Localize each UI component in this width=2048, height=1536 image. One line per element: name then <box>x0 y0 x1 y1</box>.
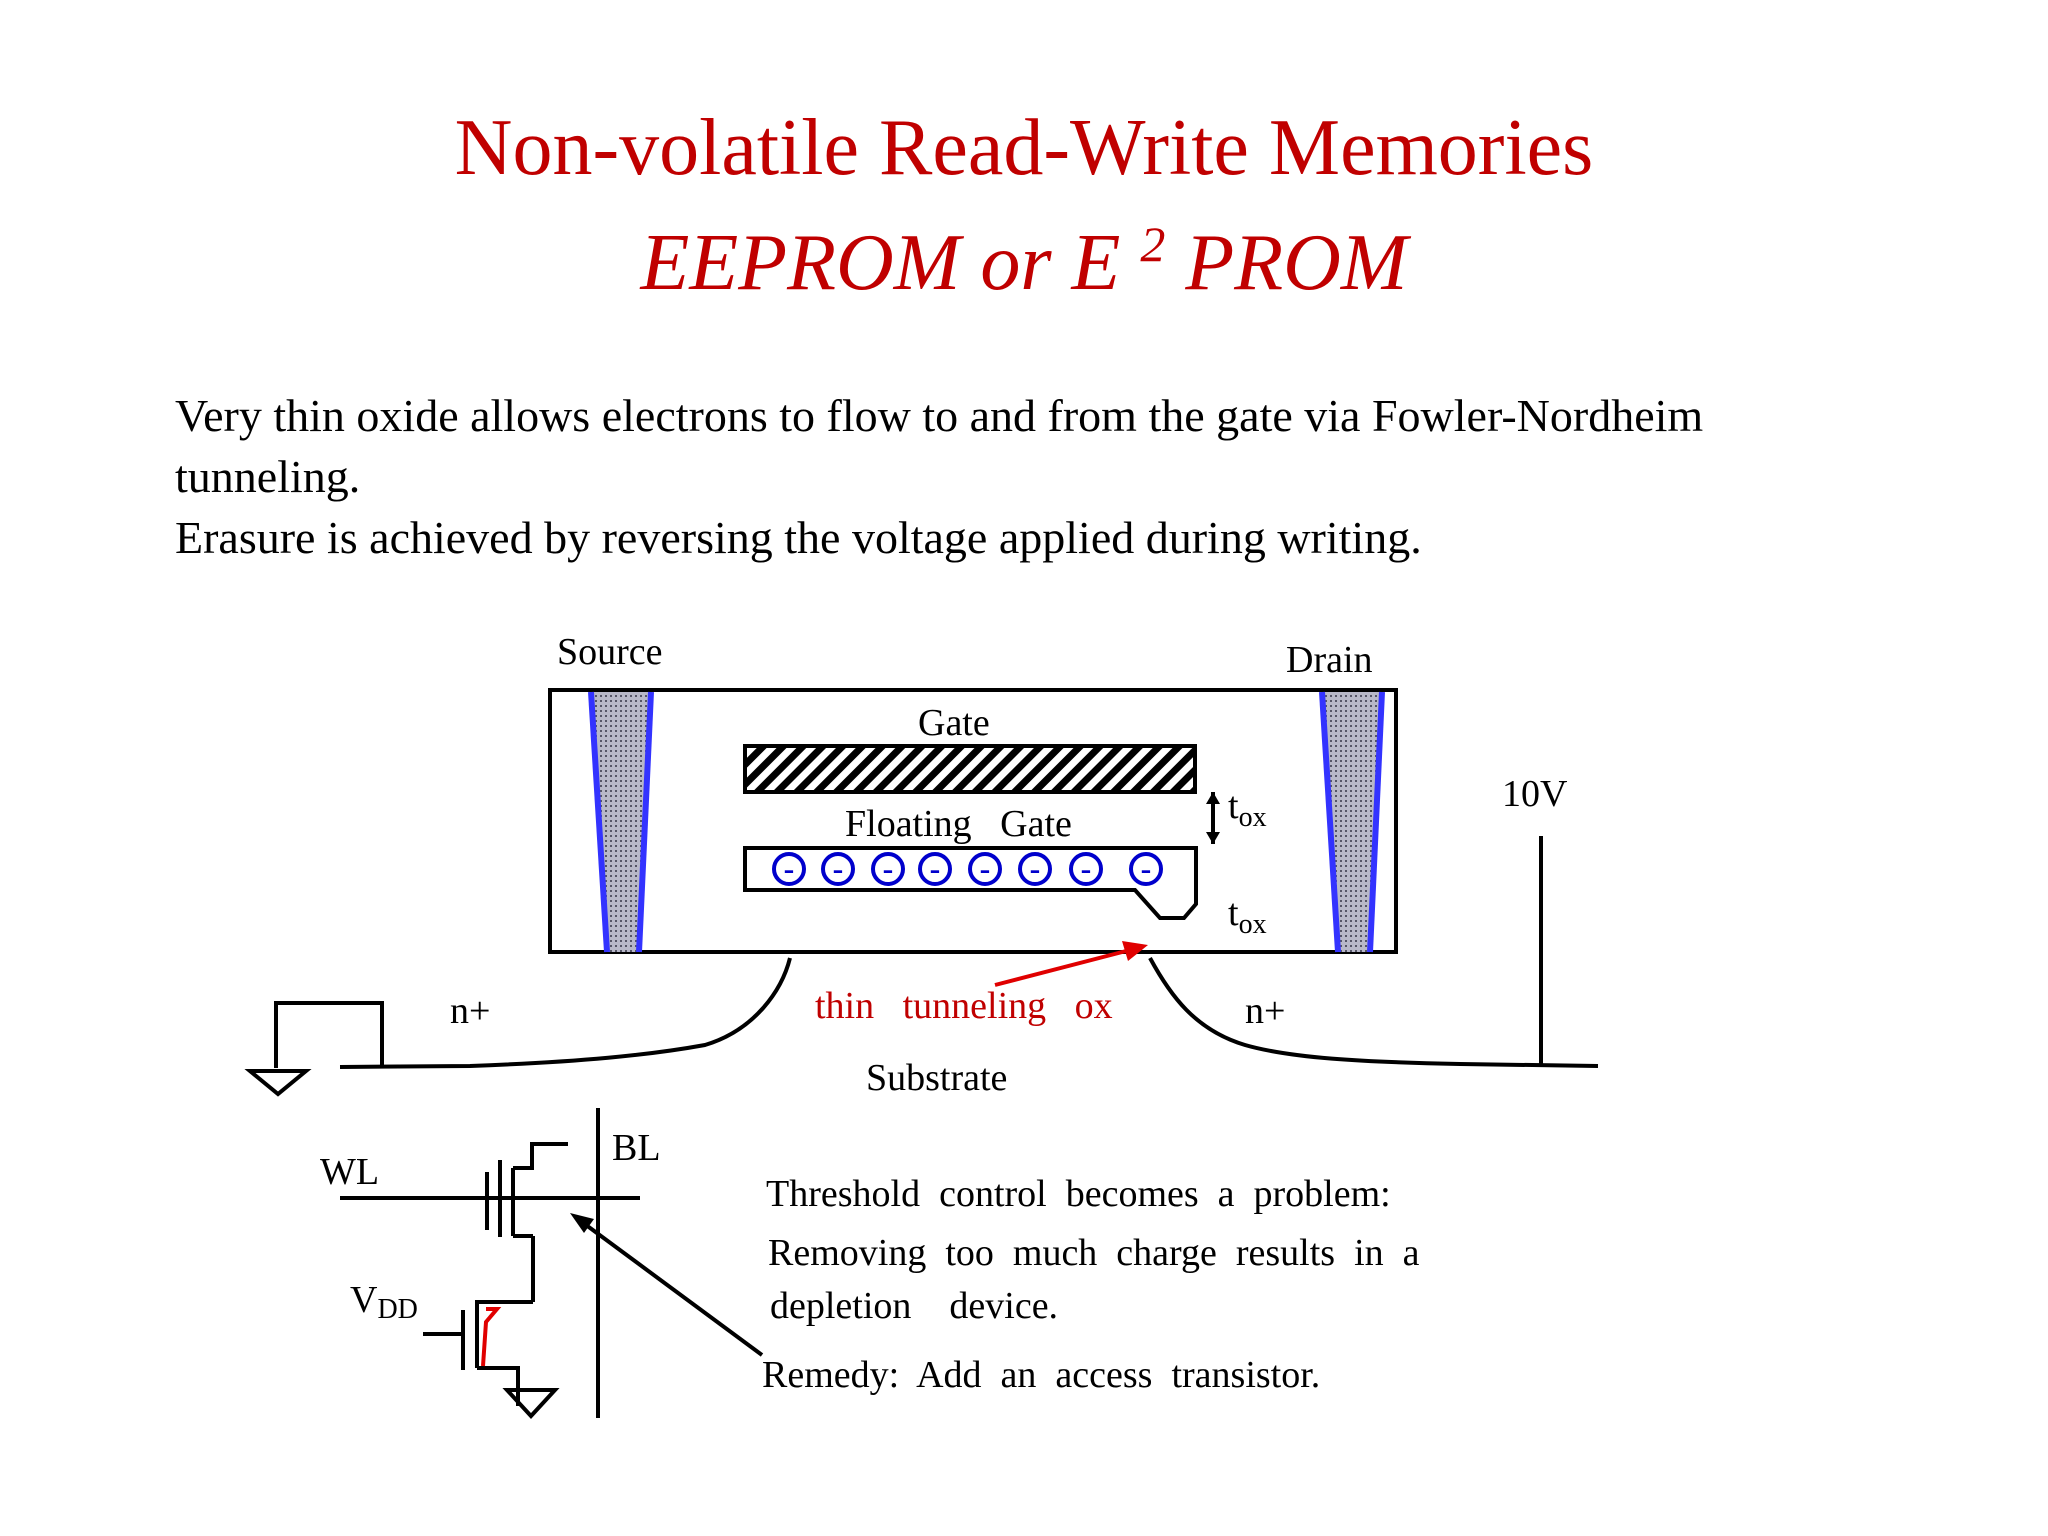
n-plus-right: n+ <box>1245 990 1285 1032</box>
electron-sign: - <box>833 850 844 886</box>
note-line-3: depletion device. <box>770 1285 1058 1327</box>
n-plus-left: n+ <box>450 990 490 1032</box>
note-line-2: Removing too much charge results in a <box>768 1232 1420 1274</box>
drain-region-edge-right <box>1367 691 1385 953</box>
remedy-pointer-arrow <box>570 1213 764 1357</box>
subtitle-superscript: 2 <box>1140 216 1166 272</box>
slide-title: Non-volatile Read-Write Memories <box>454 104 1594 192</box>
electron-circle <box>1018 852 1052 886</box>
electron-sign: - <box>784 850 795 886</box>
slide-subtitle: EEPROM or E 2 PROM <box>0 196 2048 311</box>
bl-label: BL <box>612 1127 661 1169</box>
note-line-1: Threshold control becomes a problem: <box>766 1173 1391 1215</box>
gate-label: Gate <box>918 702 990 744</box>
access-circuit <box>340 1108 640 1419</box>
device-box <box>548 688 1398 954</box>
floating-gate <box>743 846 1198 920</box>
vdd-label: VDD <box>350 1279 418 1325</box>
floating-gate-label: Floating Gate <box>845 803 1072 845</box>
source-label: Source <box>557 631 663 673</box>
device-cross-section: -------- <box>548 688 1398 954</box>
control-gate <box>743 744 1197 794</box>
tox-thickness-arrow <box>1206 792 1220 844</box>
drain-label: Drain <box>1286 639 1373 681</box>
vdd-red-mark <box>481 1307 502 1367</box>
paragraph-erasure: Erasure is achieved by reversing the vol… <box>175 512 1422 563</box>
electron-circle <box>1129 852 1163 886</box>
body-text: Very thin oxide allows electrons to flow… <box>175 385 1875 568</box>
subtitle-main: EEPROM or E <box>640 219 1121 307</box>
note-line-4: Remedy: Add an access transistor. <box>762 1354 1320 1396</box>
electron-sign: - <box>1141 850 1152 886</box>
tox-label-upper: tox <box>1228 785 1267 833</box>
wl-label: WL <box>320 1151 379 1193</box>
electron-sign: - <box>1081 850 1092 886</box>
electron-circle <box>821 852 855 886</box>
substrate-lines <box>244 836 1599 1097</box>
paragraph-tunneling: Very thin oxide allows electrons to flow… <box>175 390 1704 502</box>
electron-sign: - <box>1030 850 1041 886</box>
electron-group: -------- <box>772 850 1163 886</box>
thin-tunneling-ox-label: thin tunneling ox <box>815 985 1113 1027</box>
electron-circle <box>772 852 806 886</box>
drain-region-edge-left <box>1319 691 1341 953</box>
tunneling-arrow <box>994 941 1148 987</box>
electron-sign: - <box>980 850 991 886</box>
voltage-label: 10V <box>1502 773 1568 815</box>
source-region-edge-left <box>588 691 610 953</box>
electron-circle <box>1069 852 1103 886</box>
subtitle-end: PROM <box>1185 219 1408 307</box>
electron-circle <box>871 852 905 886</box>
tox-label-lower: tox <box>1228 892 1267 940</box>
source-region-edge-right <box>636 691 654 953</box>
electron-sign: - <box>930 850 941 886</box>
electron-circle <box>918 852 952 886</box>
substrate-label: Substrate <box>866 1057 1007 1099</box>
electron-sign: - <box>883 850 894 886</box>
electron-circle <box>968 852 1002 886</box>
